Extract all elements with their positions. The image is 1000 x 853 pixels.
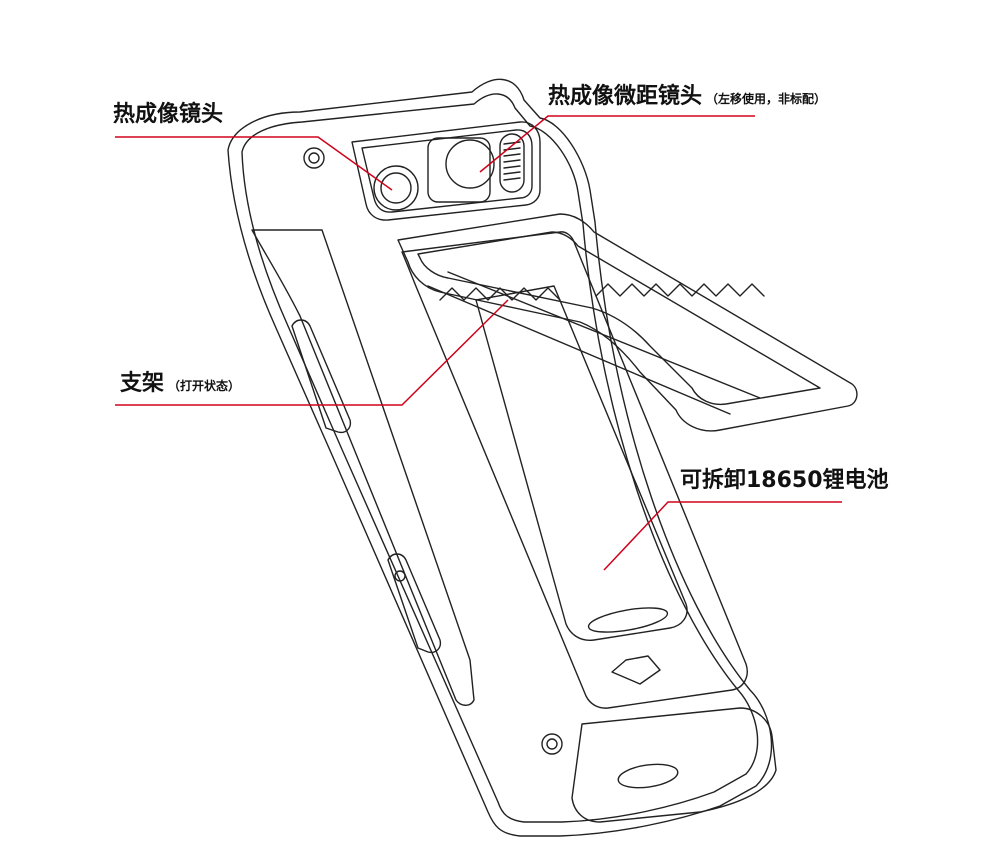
battery-cell [475,285,688,641]
stand-frame-inner [417,231,821,406]
macro-lens-slider [499,133,525,193]
screw-hole-inner [308,152,320,164]
label-battery-text: 可拆卸18650锂电池 [680,468,889,493]
bottom-screw-hole-inner [546,738,558,750]
leader-stand [115,299,509,406]
label-macro-lens-note: （左移使用，非标配） [706,92,827,106]
label-macro-lens-text: 热成像微距镜头 [548,84,703,109]
battery-contact [611,655,661,685]
label-stand-note: （打开状态） [168,379,241,393]
side-rail [251,229,475,706]
side-button-dot [394,570,406,582]
screw-hole [303,147,325,169]
bottom-port [617,763,679,789]
label-thermal-lens-text: 热成像镜头 [113,102,224,127]
device-body-inner-outline [241,93,759,823]
macro-lens [445,139,495,189]
bottom-screw-hole [541,733,563,755]
stand-bar [427,271,761,415]
label-macro-lens: 热成像微距镜头（左移使用，非标配） [548,86,826,108]
side-button-lower [387,553,442,654]
leader-thermal-lens [115,136,393,191]
thermal-lens [380,172,412,204]
label-thermal-lens: 热成像镜头 [113,104,223,126]
side-button-upper [291,319,352,434]
stand-teeth [439,283,765,301]
leader-macro-lens [479,115,755,173]
camera-module [351,121,541,221]
stand-frame [397,213,858,432]
label-stand: 支架（打开状态） [120,373,240,395]
device-body-outline [227,78,773,837]
thermal-lens-ring [373,165,419,211]
bottom-connector-housing [571,707,777,823]
slider-grille [503,141,521,181]
battery-compartment [401,231,748,709]
leader-battery [603,501,842,571]
label-stand-text: 支架 [120,371,165,396]
battery-terminal [587,607,669,633]
macro-lens-housing [427,137,491,203]
label-battery: 可拆卸18650锂电池 [680,470,889,492]
